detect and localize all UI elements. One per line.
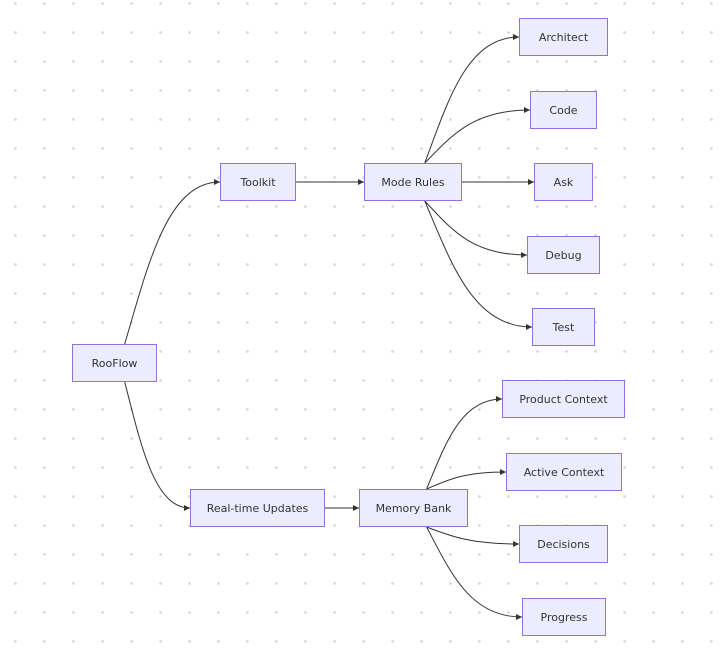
node-label: Real-time Updates [206,501,309,515]
node-label: Code [549,103,578,117]
edge-membank-to-product [426,396,503,490]
node-realtime-updates[interactable]: Real-time Updates [190,489,325,527]
node-decisions[interactable]: Decisions [519,525,608,563]
node-test[interactable]: Test [532,308,595,346]
edge-moderules-to-architect [424,34,520,164]
node-label: Product Context [519,392,608,406]
node-debug[interactable]: Debug [527,236,600,274]
edge-membank-to-progress [426,526,523,620]
node-product-context[interactable]: Product Context [502,380,625,418]
node-label: Decisions [537,537,590,551]
edge-moderules-to-code [424,107,531,164]
node-label: Ask [553,175,574,189]
node-memory-bank[interactable]: Memory Bank [359,489,468,527]
node-label: Debug [545,248,582,262]
edge-moderules-to-test [424,200,533,330]
node-mode-rules[interactable]: Mode Rules [364,163,462,201]
node-label: Memory Bank [375,501,452,515]
edge-rooflow-to-realtime [124,381,191,511]
node-progress[interactable]: Progress [522,598,606,636]
node-toolkit[interactable]: Toolkit [220,163,296,201]
node-active-context[interactable]: Active Context [506,453,622,491]
node-label: Architect [538,30,589,44]
edge-membank-to-decisions [426,526,520,547]
node-label: Toolkit [240,175,276,189]
node-label: Mode Rules [381,175,445,189]
node-label: Active Context [523,465,605,479]
edge-rooflow-to-toolkit [124,179,221,345]
node-architect[interactable]: Architect [519,18,608,56]
edge-moderules-to-debug [424,200,528,258]
edge-membank-to-active [426,469,507,490]
node-label: Progress [540,610,588,624]
node-rooflow[interactable]: RooFlow [72,344,157,382]
node-code[interactable]: Code [530,91,597,129]
node-label: Test [552,320,575,334]
node-label: RooFlow [91,356,138,370]
node-ask[interactable]: Ask [534,163,593,201]
